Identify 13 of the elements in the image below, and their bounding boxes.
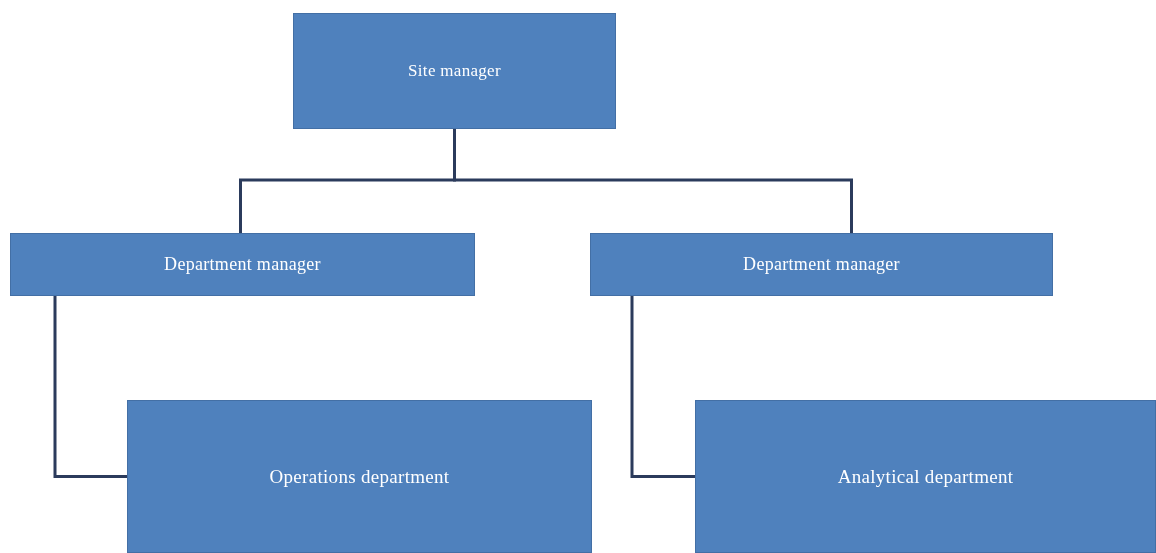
org-box (293, 13, 616, 129)
connector-line (630, 296, 695, 478)
connector-line (53, 296, 127, 478)
box-label: Site manager (408, 61, 501, 81)
connector-line (453, 129, 853, 233)
box-label: Department manager (164, 254, 321, 275)
org-box (127, 400, 592, 553)
box-label: Operations department (269, 465, 450, 488)
org-box (10, 233, 475, 296)
org-box (590, 233, 1053, 296)
box-label: Analytical department (837, 465, 1014, 488)
org-box (695, 400, 1156, 553)
box-label: Department manager (743, 254, 900, 275)
